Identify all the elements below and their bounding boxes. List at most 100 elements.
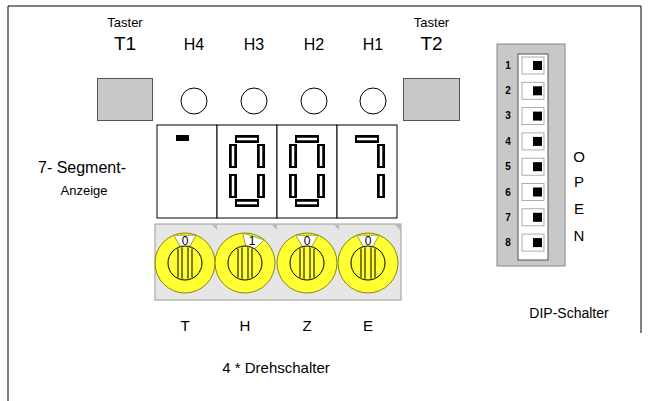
knob-slot <box>178 249 179 278</box>
segment-inner <box>292 146 295 166</box>
button-caption: Taster <box>107 16 142 29</box>
switch-label: T <box>180 318 189 333</box>
segment <box>235 199 259 207</box>
seven-segment-display <box>157 125 397 218</box>
segment <box>289 144 297 168</box>
segment <box>317 144 325 168</box>
knob-digit: 0 <box>304 235 311 247</box>
segment <box>295 199 319 207</box>
segment <box>377 174 385 198</box>
segment <box>257 144 265 168</box>
digit-cell <box>157 125 217 218</box>
push-button: TasterT2 <box>403 14 460 121</box>
dip-slot <box>522 108 544 125</box>
dip-lever <box>533 61 542 70</box>
digit-cell <box>217 125 277 218</box>
led <box>301 88 327 114</box>
open-letter: O <box>573 149 585 164</box>
segment <box>289 174 297 198</box>
dip-slot <box>522 209 544 226</box>
dip-slot <box>522 234 544 251</box>
led-label: H2 <box>304 37 324 53</box>
segment <box>295 135 319 143</box>
dip-lever <box>533 213 542 222</box>
dip-slot <box>522 133 544 150</box>
frame-line <box>8 6 9 401</box>
led <box>360 88 386 114</box>
dip-lever <box>533 112 542 121</box>
segment-inner <box>260 176 263 196</box>
segment-inner <box>232 176 235 196</box>
digit-cell <box>337 125 397 218</box>
frame-line <box>641 6 642 333</box>
base-corner <box>333 224 339 230</box>
push-button: TasterT1 <box>97 14 153 121</box>
led-group <box>181 88 386 114</box>
rotary-knob <box>215 233 275 293</box>
knob-slot <box>238 249 239 278</box>
knob-slot <box>252 249 253 278</box>
switch-caption: 4 * Drehschalter <box>222 360 330 375</box>
dip-switch <box>497 44 565 266</box>
button-name: T1 <box>114 34 136 53</box>
knob-center <box>290 246 324 280</box>
knob-notch <box>174 235 196 246</box>
knob-digit: 0 <box>365 235 372 247</box>
base-corner <box>271 224 277 230</box>
dip-number: 6 <box>505 188 511 198</box>
knob-slot <box>188 247 189 278</box>
dip-number: 7 <box>505 213 511 223</box>
segment <box>377 144 385 168</box>
rotary-knob <box>338 233 398 293</box>
switch-label: E <box>363 318 373 333</box>
segment <box>229 144 237 168</box>
dip-lever <box>533 86 542 95</box>
knob-center <box>168 246 202 280</box>
knob-center <box>351 246 385 280</box>
dip-number: 4 <box>505 137 511 147</box>
dip-number: 2 <box>505 86 511 96</box>
dip-levers <box>522 57 544 251</box>
segment <box>257 174 265 198</box>
knob-slot <box>361 249 362 278</box>
knob-body <box>155 233 215 293</box>
segments <box>176 135 381 203</box>
dip-slot <box>522 184 544 201</box>
segment <box>229 174 237 198</box>
segment-inner <box>232 146 235 166</box>
segment-inner <box>297 202 317 205</box>
knob-digit: 1 <box>249 235 256 247</box>
segment-inner <box>357 138 377 141</box>
dip-number: 1 <box>505 61 511 71</box>
open-letter: N <box>574 228 585 243</box>
segment-inner <box>320 176 323 196</box>
button-key <box>403 78 460 121</box>
knob-body <box>338 233 398 293</box>
led <box>181 88 207 114</box>
open-letter: E <box>574 201 584 216</box>
switch-base <box>155 224 401 300</box>
dip-number: 5 <box>505 162 511 172</box>
knob-notch <box>296 235 318 246</box>
dip-slot <box>522 82 544 99</box>
segment-inner <box>297 138 317 141</box>
segment-inner <box>237 202 257 205</box>
rotary-switches <box>155 224 400 293</box>
segment <box>355 135 379 143</box>
segment-inner <box>237 138 257 141</box>
knob-slot <box>242 247 243 278</box>
led <box>241 88 267 114</box>
segment-inner <box>380 176 383 196</box>
frame-line <box>8 6 641 7</box>
dip-lever <box>533 238 542 247</box>
switch-label: Z <box>302 318 311 333</box>
display-label: 7- Segment- <box>38 160 126 176</box>
knob-digit: 0 <box>182 235 189 247</box>
knob-slot <box>371 247 372 278</box>
dip-caption: DIP-Schalter <box>529 306 608 320</box>
knob-slot <box>365 247 366 278</box>
knob-body <box>215 233 275 293</box>
led-label: H3 <box>244 37 264 53</box>
knob-notch <box>357 235 379 246</box>
